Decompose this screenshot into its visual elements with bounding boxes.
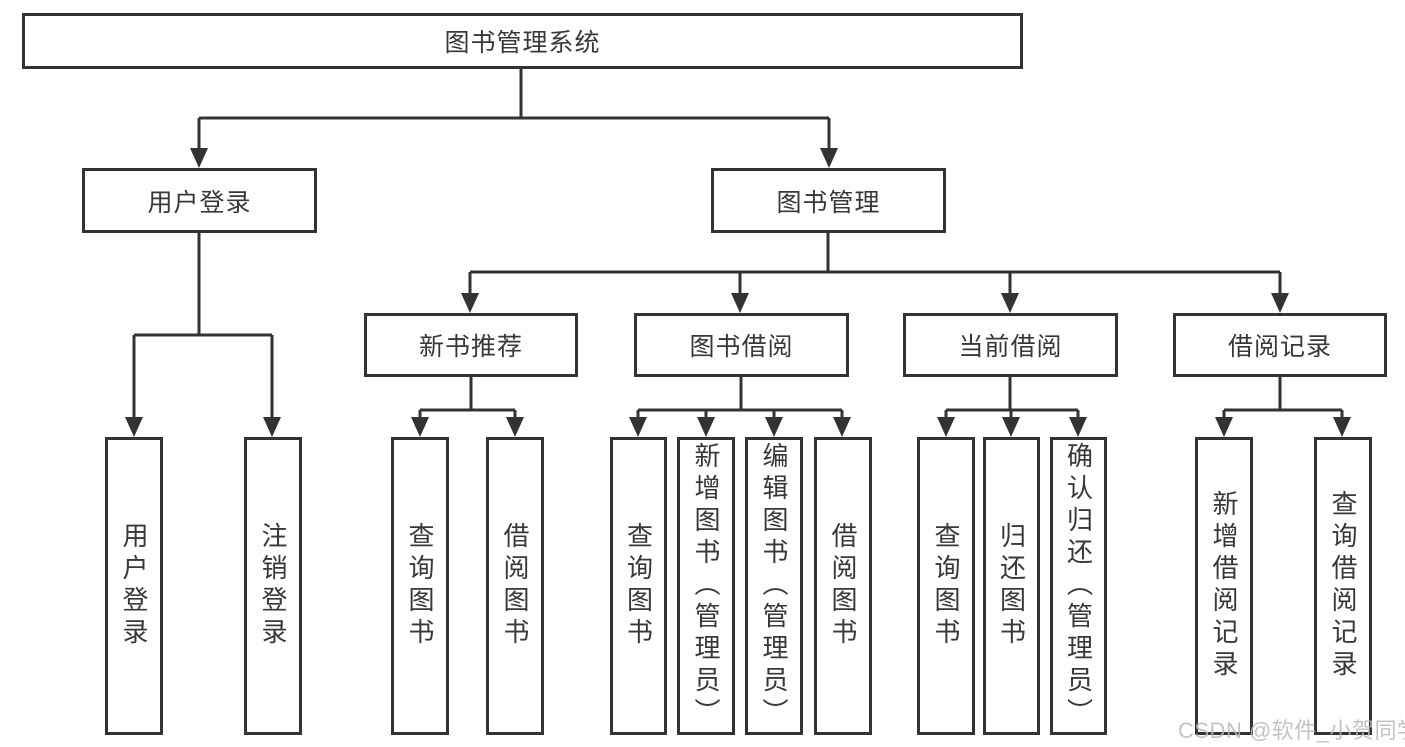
leaf-query-books-current: 查询图书 bbox=[917, 437, 975, 735]
node-current-borrowing: 当前借阅 bbox=[903, 313, 1118, 377]
leaf-query-books-borrowing: 查询图书 bbox=[610, 437, 667, 735]
leaf-edit-book-admin: 编辑图书（管理员） bbox=[745, 437, 803, 735]
leaf-user-login: 用户登录 bbox=[105, 437, 163, 735]
leaf-logout: 注销登录 bbox=[244, 437, 302, 735]
leaf-borrow-books-recommend: 借阅图书 bbox=[486, 437, 544, 735]
node-new-book-recommendation: 新书推荐 bbox=[364, 313, 578, 377]
leaf-query-books-recommend: 查询图书 bbox=[391, 437, 449, 735]
leaf-borrow-books-borrowing: 借阅图书 bbox=[814, 437, 872, 735]
leaf-add-book-admin: 新增图书（管理员） bbox=[677, 437, 735, 735]
node-book-borrowing: 图书借阅 bbox=[634, 313, 849, 377]
leaf-return-book: 归还图书 bbox=[983, 437, 1040, 735]
node-user-login: 用户登录 bbox=[82, 168, 317, 233]
leaf-add-borrow-record: 新增借阅记录 bbox=[1195, 437, 1253, 735]
node-borrowing-records: 借阅记录 bbox=[1173, 313, 1387, 377]
node-library-management-system: 图书管理系统 bbox=[22, 13, 1023, 69]
leaf-confirm-return-admin: 确认归还（管理员） bbox=[1050, 437, 1107, 735]
node-book-management: 图书管理 bbox=[711, 168, 946, 233]
csdn-watermark: CSDN @软件_小贺同学 bbox=[1178, 718, 1405, 743]
leaf-query-borrow-record: 查询借阅记录 bbox=[1314, 437, 1372, 735]
